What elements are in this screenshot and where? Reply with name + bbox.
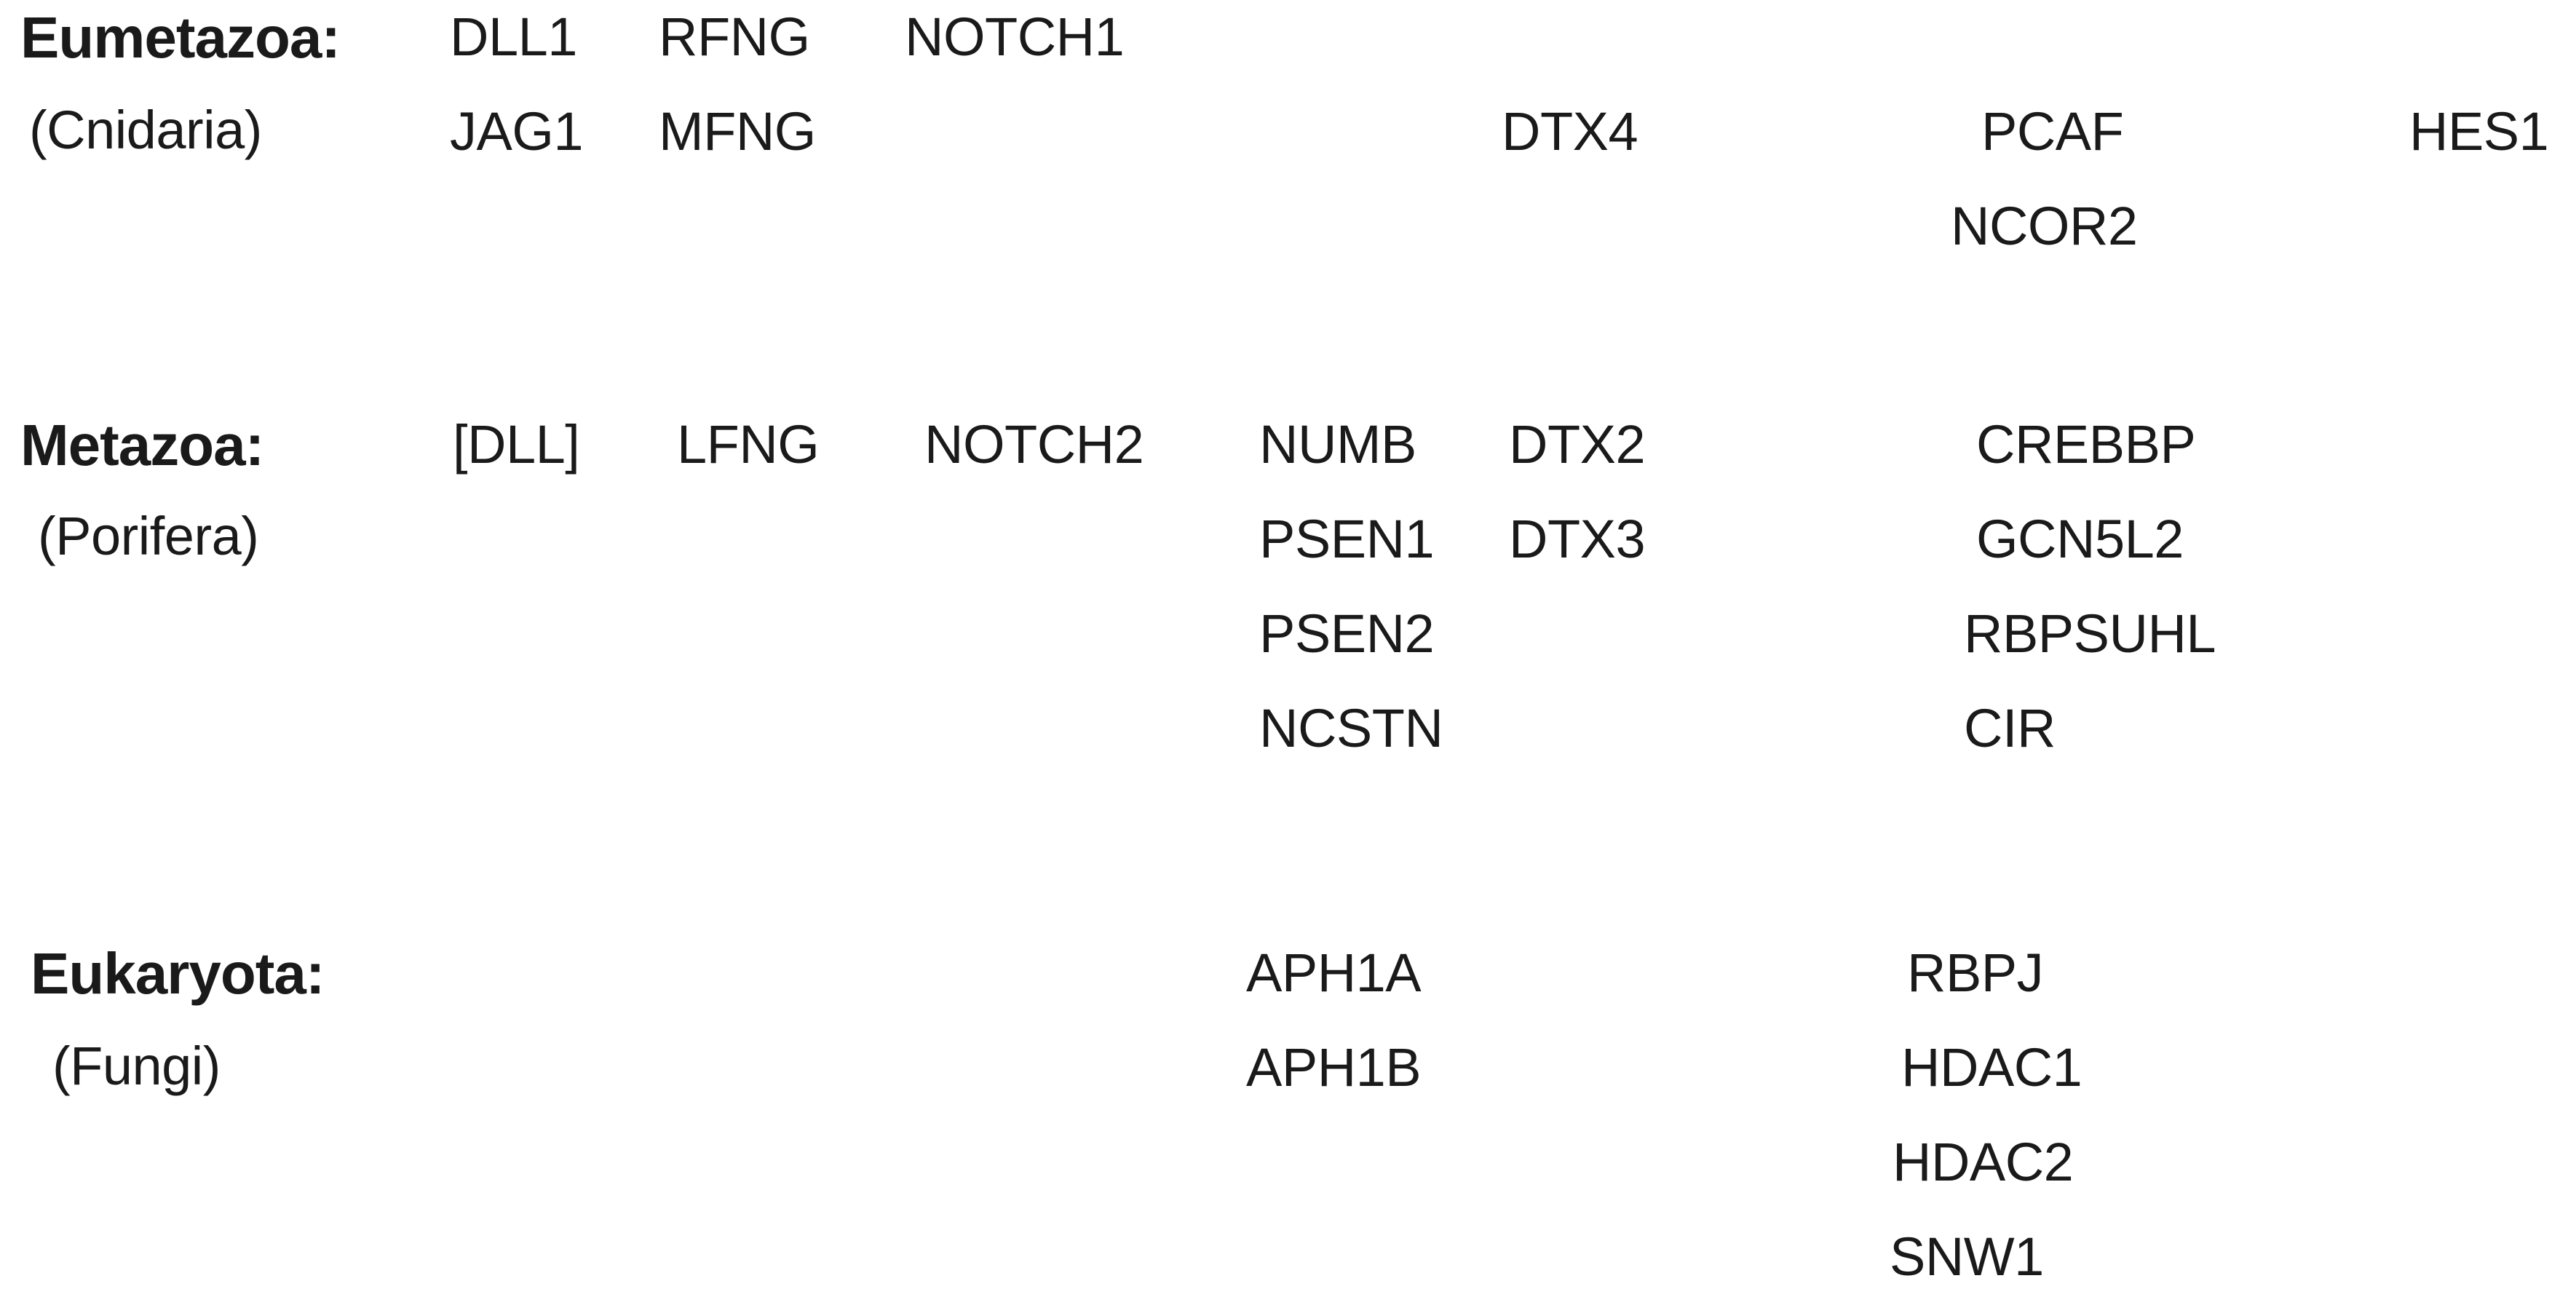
gene-hes1: HES1 (2409, 101, 2549, 162)
gene-jag1: JAG1 (450, 101, 584, 162)
gene-gcn5l2: GCN5L2 (1976, 509, 2184, 569)
clade-label-eukaryota: Eukaryota: (31, 941, 325, 1006)
gene-dtx2: DTX2 (1509, 414, 1646, 475)
gene-psen2: PSEN2 (1259, 603, 1435, 664)
gene-aph1a: APH1A (1246, 943, 1422, 1003)
clade-label-metazoa: Metazoa: (20, 413, 264, 477)
gene-ncor2: NCOR2 (1951, 196, 2138, 256)
clade-taxon-eumetazoa: (Cnidaria) (29, 100, 262, 160)
gene-numb: NUMB (1259, 414, 1416, 475)
gene-dtx4: DTX4 (1502, 101, 1638, 162)
gene-rbpj: RBPJ (1907, 943, 2044, 1003)
gene-aph1b: APH1B (1246, 1037, 1422, 1098)
clade-taxon-metazoa: (Porifera) (38, 506, 259, 566)
gene-hdac2: HDAC2 (1893, 1132, 2074, 1192)
gene-crebbp: CREBBP (1976, 414, 2196, 475)
gene-lfng: LFNG (677, 414, 820, 475)
gene-mfng: MFNG (659, 101, 816, 162)
gene-pcaf: PCAF (1981, 101, 2124, 162)
clade-label-eumetazoa: Eumetazoa: (20, 5, 341, 70)
gene-ncstn: NCSTN (1259, 698, 1443, 758)
gene-dll-bracketed: [DLL] (453, 414, 580, 475)
gene-notch1: NOTCH1 (905, 7, 1125, 67)
gene-dll1: DLL1 (450, 7, 577, 67)
gene-psen1: PSEN1 (1259, 509, 1435, 569)
gene-notch2: NOTCH2 (924, 414, 1144, 475)
gene-snw1: SNW1 (1890, 1226, 2044, 1287)
gene-rbpsuhl: RBPSUHL (1964, 603, 2216, 664)
gene-rfng: RFNG (659, 7, 810, 67)
gene-cir: CIR (1964, 698, 2056, 758)
gene-hdac1: HDAC1 (1901, 1037, 2082, 1098)
gene-dtx3: DTX3 (1509, 509, 1646, 569)
clade-taxon-eukaryota: (Fungi) (52, 1036, 221, 1096)
